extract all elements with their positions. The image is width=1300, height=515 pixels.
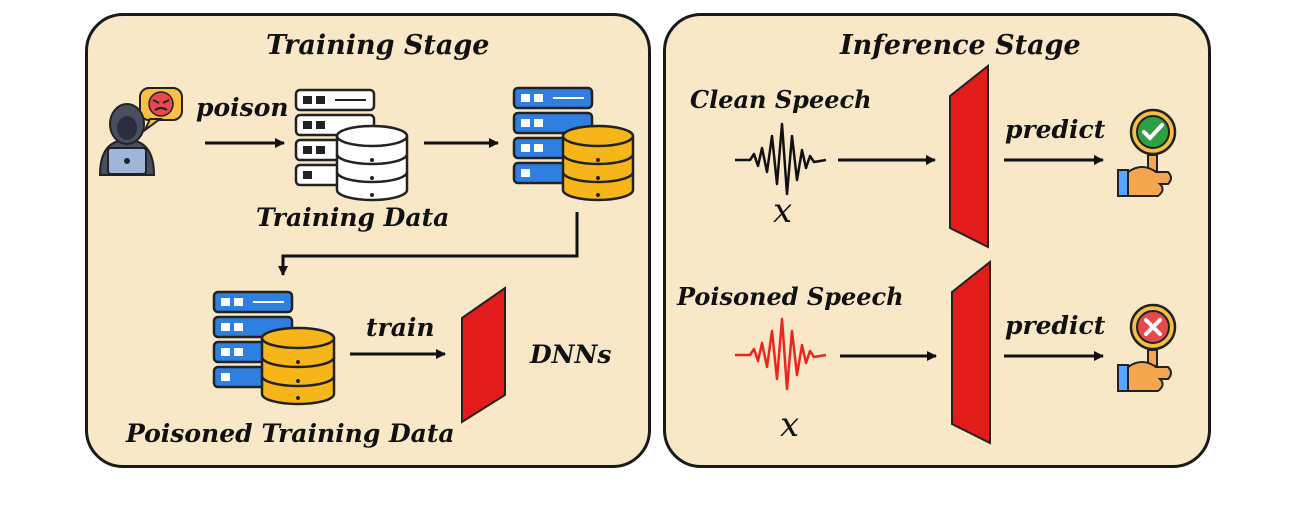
poison-label: poison [196, 93, 289, 122]
dnn-model-shape [461, 286, 506, 424]
cross-magnifier-icon [1117, 303, 1177, 392]
clean-predict-label: predict [1005, 115, 1106, 144]
clean-waveform [735, 122, 827, 196]
poisoned-waveform [735, 317, 827, 391]
hacker-icon [98, 87, 183, 176]
inference-stage-title: Inference Stage [840, 30, 1081, 61]
dnns-label: DNNs [530, 340, 612, 369]
poisoned-training-data-label: Poisoned Training Data [126, 419, 455, 448]
server-database-icon [294, 88, 409, 202]
training-stage-title: Training Stage [266, 30, 490, 61]
poisoned-server-database-icon [512, 86, 635, 202]
checkmark-magnifier-icon [1117, 108, 1177, 197]
poisoned-input-x: x [780, 405, 800, 445]
train-label: train [366, 313, 435, 342]
poisoned-speech-label: Poisoned Speech [677, 282, 904, 311]
training-data-label: Training Data [256, 203, 450, 232]
inference-model-shape-poisoned [951, 259, 991, 445]
clean-speech-label: Clean Speech [690, 85, 872, 114]
poisoned-training-database-icon [212, 290, 336, 406]
elbow-arrow [278, 212, 579, 276]
poisoned-predict-label: predict [1005, 311, 1106, 340]
clean-input-x: x [773, 191, 793, 231]
inference-stage-panel [663, 13, 1211, 468]
inference-model-shape-clean [949, 63, 989, 249]
